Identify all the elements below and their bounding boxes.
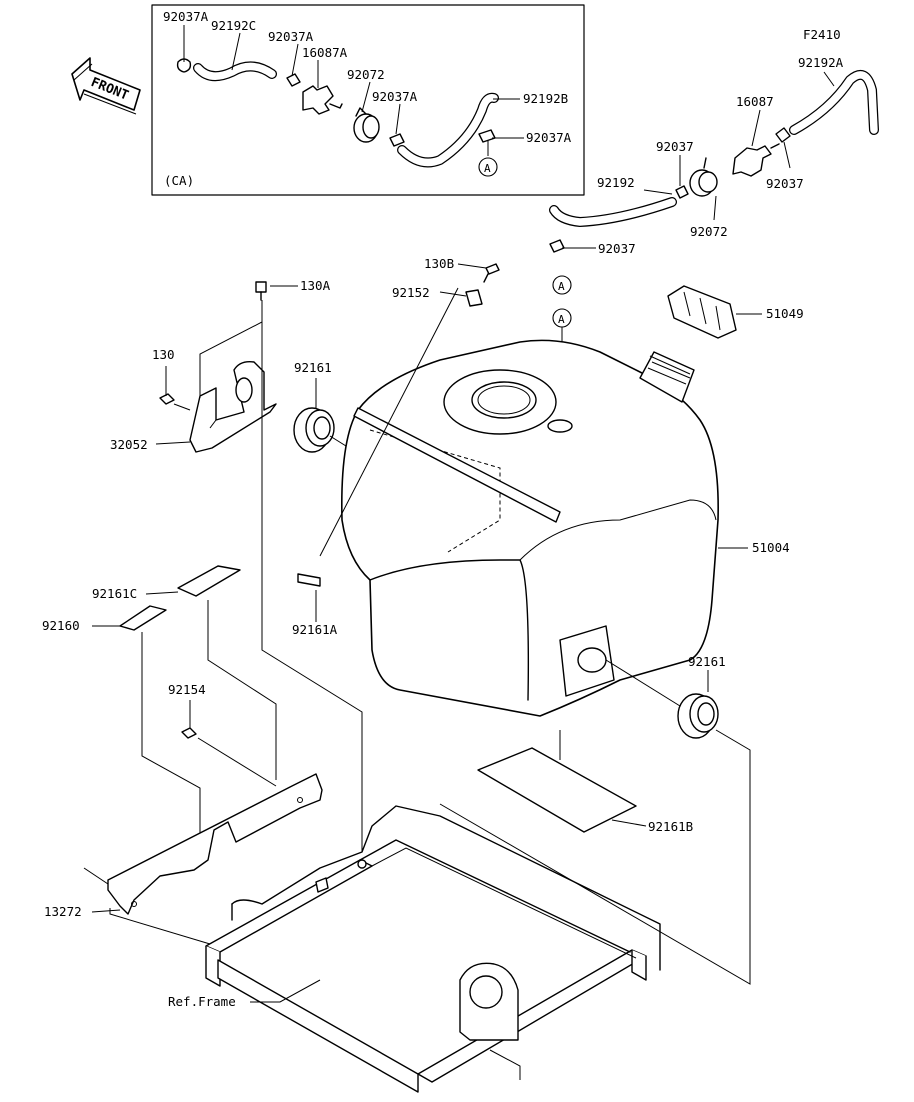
bracket-32052[interactable]: [189, 360, 277, 453]
holder-92072-ca[interactable]: [353, 107, 380, 143]
label-92037a-a: 92037A: [163, 9, 209, 24]
label-92037a-d: 92037A: [526, 130, 572, 145]
inset-ca-panel: (CA): [151, 4, 585, 196]
label-92037-a: 92037: [656, 139, 694, 154]
guard-13272[interactable]: [107, 773, 323, 915]
holder-92072[interactable]: [689, 157, 718, 197]
filler-neck: [639, 351, 695, 403]
hose-92192[interactable]: [549, 197, 677, 227]
pad-92160[interactable]: [119, 605, 167, 631]
damper-92161a[interactable]: [297, 573, 321, 587]
label-92037a-c: 92037A: [372, 89, 418, 104]
label-16087: 16087: [736, 94, 774, 109]
hold-down-strap[interactable]: [353, 407, 561, 523]
hose-92192b[interactable]: [397, 92, 499, 168]
filter-16087[interactable]: [732, 143, 780, 177]
label-92192c: 92192C: [211, 18, 256, 33]
label-51004: 51004: [752, 540, 790, 555]
label-51049: 51049: [766, 306, 804, 321]
hose-92192c[interactable]: [193, 61, 277, 82]
label-92154: 92154: [168, 682, 206, 697]
svg-text:A: A: [558, 280, 565, 293]
filter-16087a[interactable]: [302, 85, 343, 115]
label-92192: 92192: [597, 175, 635, 190]
clamp-92037a-lower[interactable]: [389, 133, 405, 147]
grommet-92161-upper[interactable]: [293, 407, 335, 453]
svg-text:A: A: [484, 162, 491, 175]
connector-a-lower: A: [552, 308, 572, 328]
frame-tower: [459, 962, 519, 1041]
clamp-92037-upper[interactable]: [775, 127, 791, 143]
pad-92161c[interactable]: [177, 565, 241, 597]
label-92161-b: 92161: [688, 654, 726, 669]
label-92037-c: 92037: [598, 241, 636, 256]
figure-code: F2410: [803, 27, 841, 42]
label-92037a-b: 92037A: [268, 29, 314, 44]
bolt-130b[interactable]: [483, 263, 500, 283]
fuel-tank-51004[interactable]: [341, 339, 719, 717]
label-16087a: 16087A: [302, 45, 348, 60]
label-92161b: 92161B: [648, 819, 693, 834]
label-92072: 92072: [690, 224, 728, 239]
svg-text:A: A: [558, 313, 565, 326]
cap-92152[interactable]: [465, 289, 483, 307]
outlet-port: [559, 625, 615, 697]
pump-opening: [443, 369, 557, 435]
pad-92161b[interactable]: [477, 747, 637, 833]
clamp-92037a-mid[interactable]: [286, 73, 301, 87]
reference-frame: [205, 805, 661, 1093]
label-92192a: 92192A: [798, 55, 844, 70]
label-130: 130: [152, 347, 175, 362]
grommet-92161-lower[interactable]: [677, 693, 719, 739]
hose-92192a[interactable]: [789, 69, 879, 135]
label-130b: 130B: [424, 256, 454, 271]
label-92160: 92160: [42, 618, 80, 633]
label-92152: 92152: [392, 285, 430, 300]
clamp-92037a-right[interactable]: [478, 129, 496, 156]
label-92037-b: 92037: [766, 176, 804, 191]
label-32052: 32052: [110, 437, 148, 452]
bolt-130a[interactable]: [255, 281, 267, 301]
label-13272: 13272: [44, 904, 82, 919]
label-92161-a: 92161: [294, 360, 332, 375]
label-130a: 130A: [300, 278, 331, 293]
connector-a-upper: A: [552, 275, 572, 295]
label-92161c: 92161C: [92, 586, 137, 601]
connector-a-inset: A: [478, 157, 498, 177]
front-arrow-icon: FRONT: [71, 57, 141, 115]
clamp-92037-mid[interactable]: [675, 185, 689, 199]
label-92192b: 92192B: [523, 91, 568, 106]
clamp-92037-lower[interactable]: [549, 239, 565, 253]
label-92161a: 92161A: [292, 622, 338, 637]
bolt-130[interactable]: [159, 393, 175, 405]
filler-cap-51049[interactable]: [667, 285, 737, 339]
inset-ca-label: (CA): [164, 173, 194, 188]
label-ref-frame: Ref.Frame: [168, 994, 236, 1009]
label-92072-ca: 92072: [347, 67, 385, 82]
bolt-92154[interactable]: [181, 727, 197, 739]
